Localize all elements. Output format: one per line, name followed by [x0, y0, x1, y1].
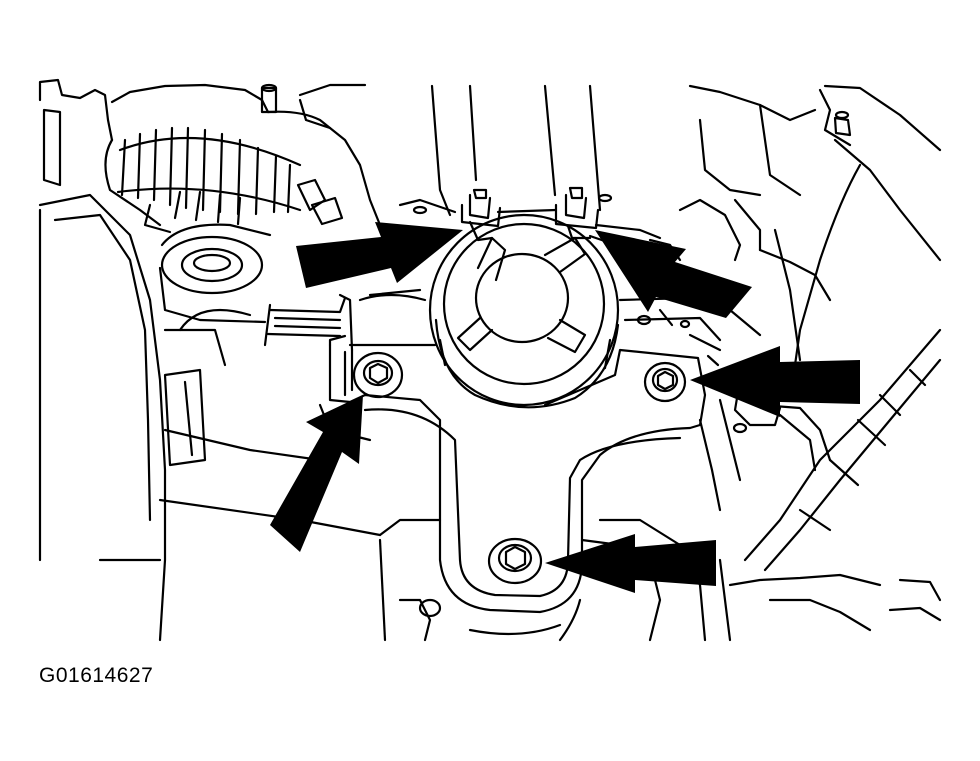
figure-id-label: G01614627	[39, 664, 154, 687]
drive-belt	[263, 288, 762, 367]
lower-bracket-bolt	[487, 537, 543, 585]
arrow-indicator-icon	[270, 395, 363, 552]
left-bracket-bolt	[352, 351, 404, 399]
mount-bracket	[328, 334, 707, 614]
left-body-panel	[38, 193, 252, 642]
alternator	[38, 78, 382, 324]
upper-left-stud	[460, 188, 502, 242]
upper-engine-block	[298, 83, 942, 302]
arrow-indicator-icon	[595, 230, 752, 318]
right-bracket-bolt	[643, 361, 687, 403]
arrow-indicator-icon	[690, 346, 860, 417]
arrow-indicator-icon	[545, 534, 716, 593]
lower-housing	[98, 403, 942, 642]
arrow-indicator-icon	[296, 222, 463, 288]
engine-mount-cap	[428, 213, 620, 409]
